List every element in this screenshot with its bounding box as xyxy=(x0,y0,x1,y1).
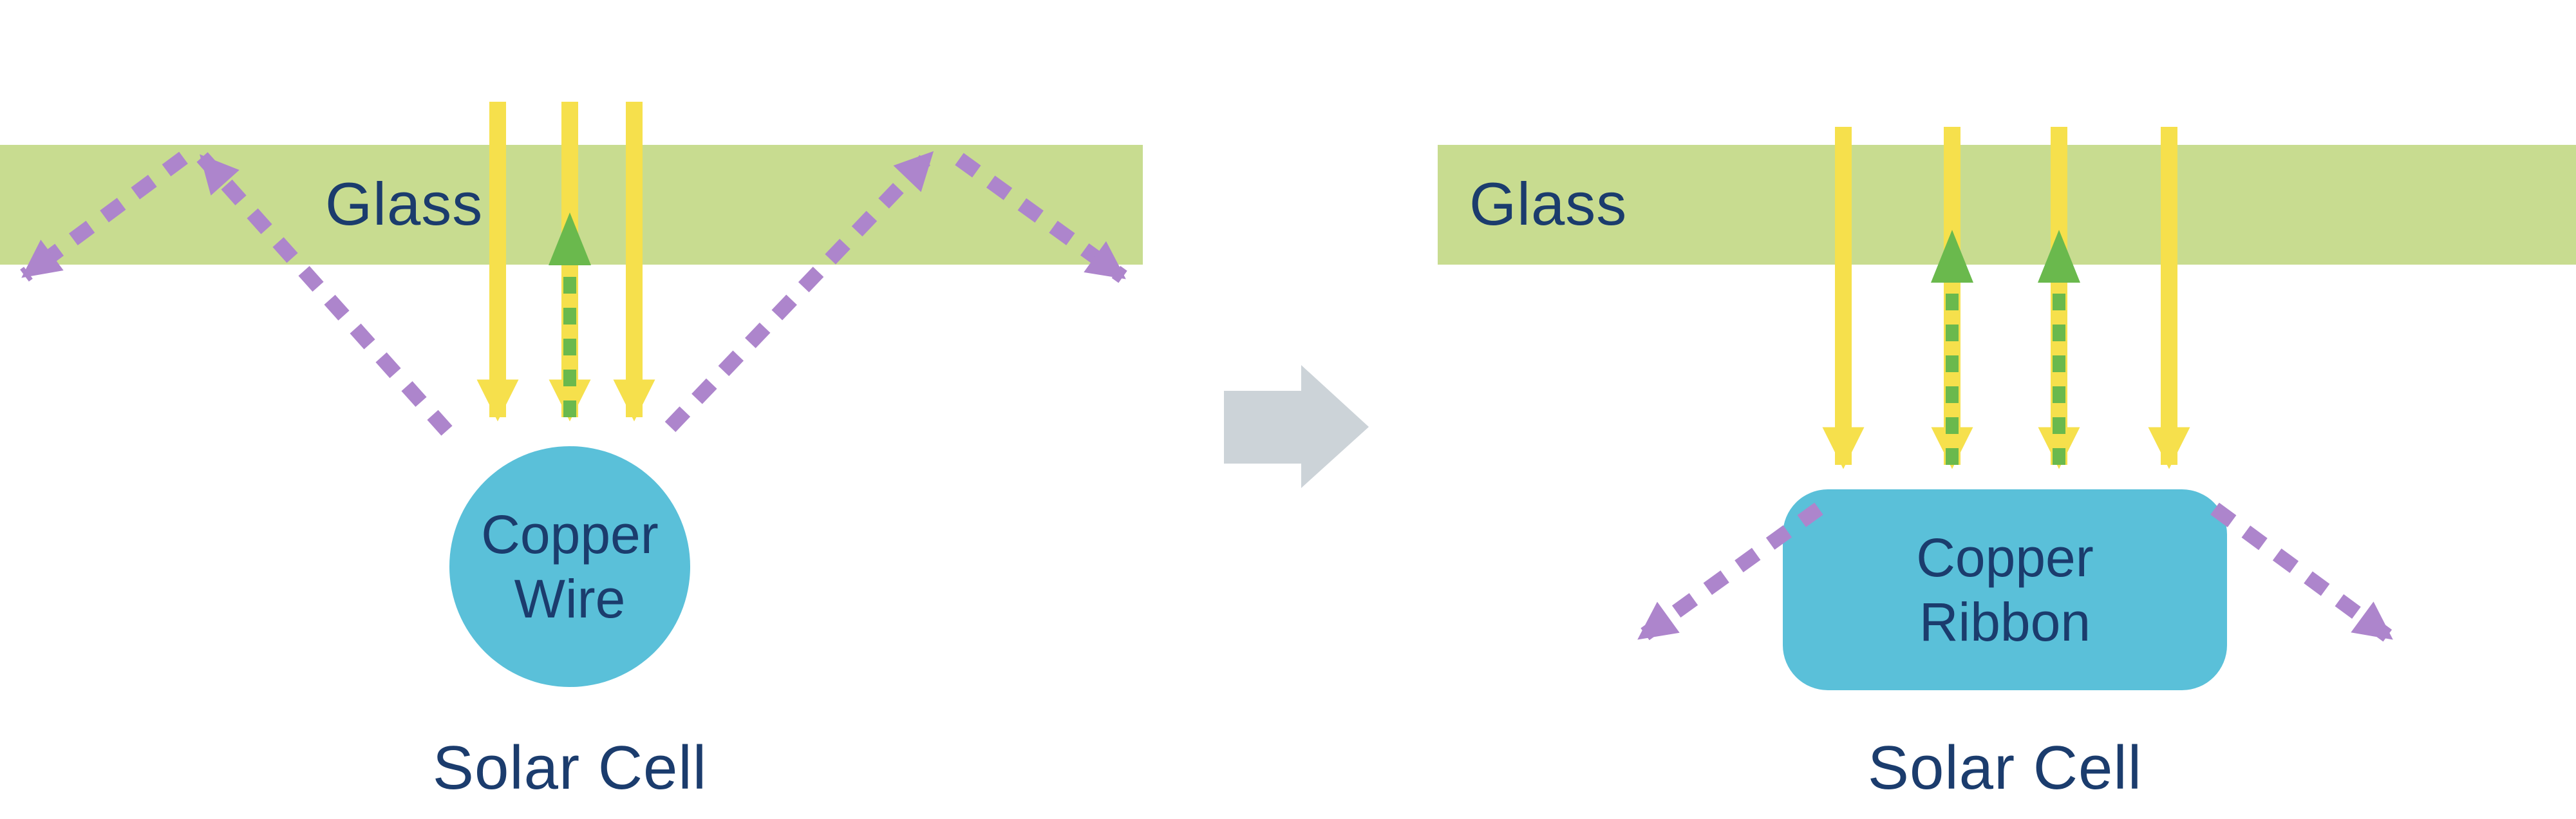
copper-wire-label-line2: Wire xyxy=(514,569,626,629)
scattered-ray-right-b xyxy=(2210,502,2394,644)
copper-ribbon-shape: Copper Ribbon xyxy=(1783,489,2227,690)
copper-wire-shape: Copper Wire xyxy=(449,446,690,687)
copper-wire-label: Copper Wire xyxy=(481,502,659,631)
copper-wire-label-line1: Copper xyxy=(481,504,659,565)
solar-cell-label-right: Solar Cell xyxy=(1867,733,2143,802)
transition-arrow xyxy=(1224,365,1369,488)
copper-ribbon-label: Copper Ribbon xyxy=(1916,525,2094,654)
copper-ribbon-label-line1: Copper xyxy=(1916,527,2094,588)
copper-ribbon-label-line2: Ribbon xyxy=(1919,592,2091,652)
solar-cell-label-left: Solar Cell xyxy=(432,733,708,802)
glass-layer-right xyxy=(1438,145,2576,265)
reflected-ray-right-b xyxy=(2038,230,2080,465)
scattered-ray-segment xyxy=(2210,502,2394,644)
glass-label-left: Glass xyxy=(325,170,484,238)
glass-label-right: Glass xyxy=(1469,170,1628,238)
glass-layer-left xyxy=(0,145,1143,265)
reflected-ray-right-a xyxy=(1931,230,1973,465)
